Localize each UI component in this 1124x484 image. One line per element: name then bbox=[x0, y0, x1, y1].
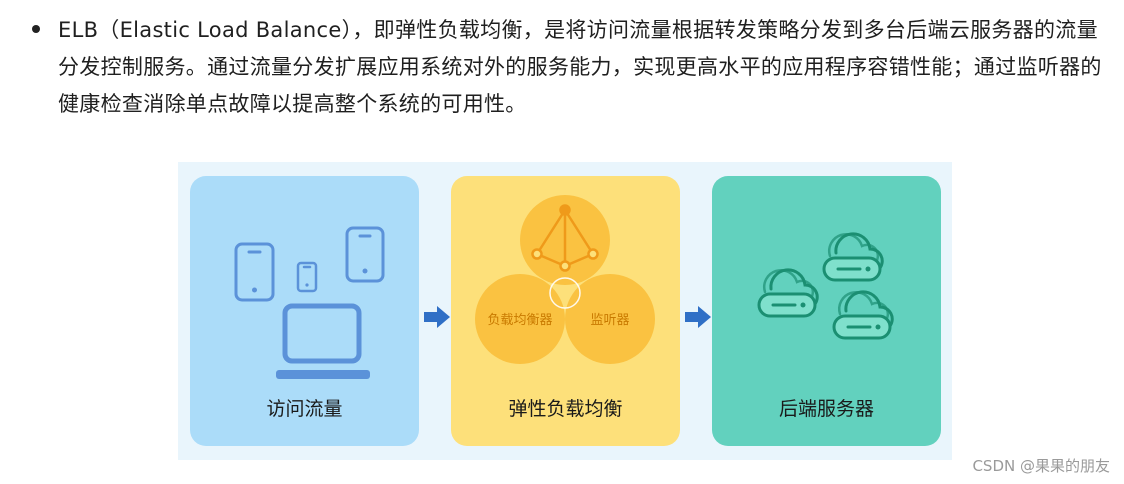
load-balancer-node-icon bbox=[531, 204, 599, 272]
arrow-right-icon bbox=[685, 306, 711, 328]
cloud-server-icon bbox=[832, 290, 894, 340]
mobile-phone-icon bbox=[234, 242, 275, 302]
panel-label-access-traffic: 访问流量 bbox=[266, 398, 343, 420]
panel-backend-servers: 后端服务器 bbox=[712, 176, 941, 446]
intro-paragraph: ELB（Elastic Load Balance），即弹性负载均衡，是将访问流量… bbox=[58, 18, 1102, 116]
mobile-phone-icon bbox=[296, 261, 318, 293]
backend-servers-illustration bbox=[757, 232, 894, 340]
cloud-server-icon bbox=[757, 268, 819, 318]
panel-access-traffic: 访问流量 bbox=[190, 176, 419, 446]
panel-elastic-load-balance: 负载均衡器 监听器 弹性负载均衡 bbox=[451, 176, 680, 446]
elb-diagram: 访问流量 负载均衡器 监听器 弹性负载均衡 bbox=[178, 162, 952, 460]
intro-bullet: ELB（Elastic Load Balance），即弹性负载均衡，是将访问流量… bbox=[32, 12, 1112, 123]
elb-components-illustration: 负载均衡器 监听器 bbox=[475, 195, 655, 364]
arrow-right-icon bbox=[424, 306, 450, 328]
laptop-icon bbox=[276, 303, 370, 379]
circle-label-listener: 监听器 bbox=[590, 313, 629, 328]
mobile-phone-icon bbox=[345, 226, 385, 283]
watermark: CSDN @果果的朋友 bbox=[972, 457, 1110, 475]
cloud-server-icon bbox=[822, 232, 884, 282]
panel-label-backend-servers: 后端服务器 bbox=[778, 398, 874, 420]
client-devices-illustration bbox=[234, 226, 385, 379]
panel-label-elastic-load-balance: 弹性负载均衡 bbox=[508, 398, 623, 420]
circle-label-load-balancer: 负载均衡器 bbox=[487, 313, 552, 328]
bullet-dot bbox=[32, 25, 40, 33]
